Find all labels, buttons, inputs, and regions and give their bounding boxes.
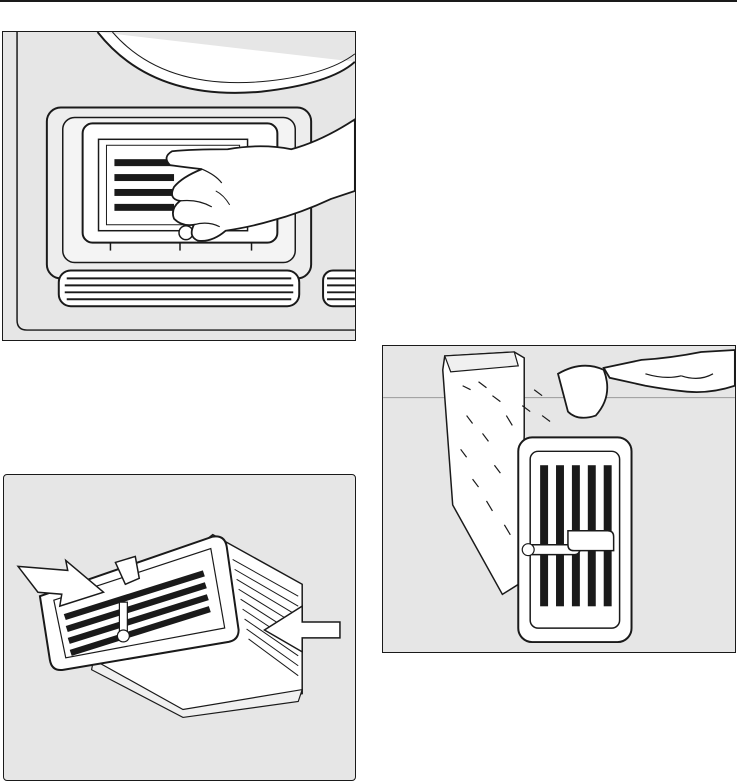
filter-inlet-arrows-illustration [3,474,356,781]
filter-rinse-drawing [383,346,735,652]
rinsing-filter-under-tap-illustration [382,345,736,653]
filter-airflow-arrows-drawing [4,475,355,780]
header-rule [0,0,737,2]
hand-removing-fluff-filter-illustration [2,31,356,341]
dryer-filter-removal-drawing [3,32,355,340]
